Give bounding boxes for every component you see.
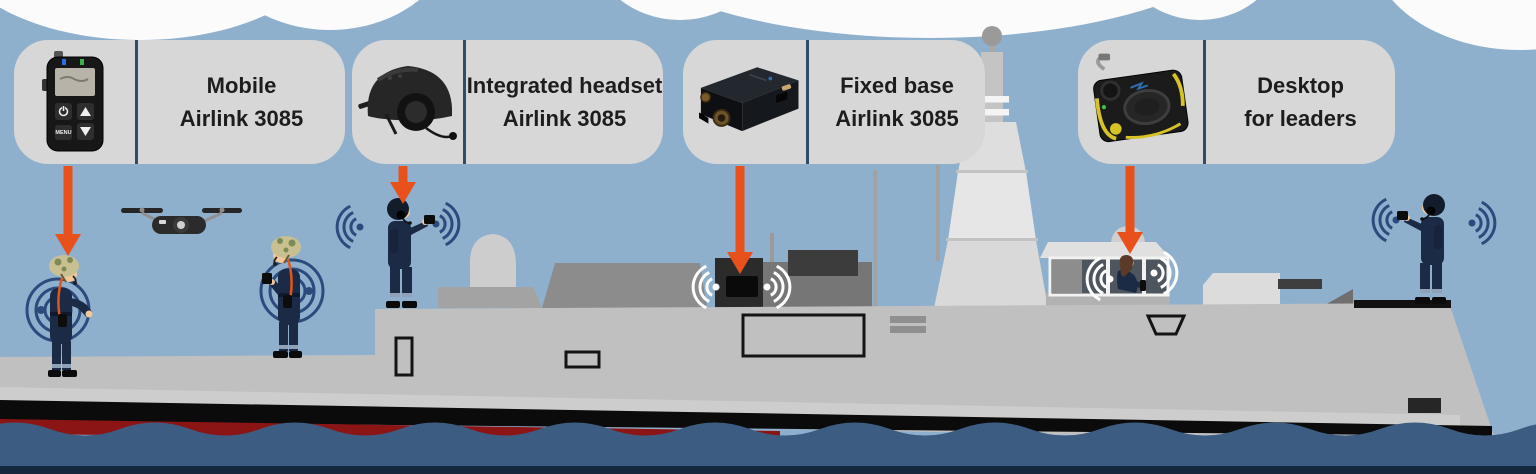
callout-line1: Fixed base: [840, 73, 954, 98]
integrated-headset-icon: [357, 66, 457, 140]
callout-desktop-leaders: Desktop for leaders: [1078, 40, 1395, 164]
callout-line2: Airlink 3085: [179, 106, 304, 131]
callout-line1: Mobile: [206, 73, 277, 98]
callout-label: Mobile Airlink 3085: [138, 40, 345, 164]
callout-fixed-base: Fixed base Airlink 3085: [683, 40, 985, 164]
gun-turret: [1203, 273, 1280, 310]
callout-line1: Integrated headset: [466, 73, 663, 98]
pointer-arrows: [55, 166, 1143, 274]
callout-divider: [1203, 40, 1206, 164]
callout-line2: for leaders: [1244, 106, 1357, 131]
callout-divider: [135, 40, 138, 164]
sea: [0, 422, 1536, 474]
bridge-operator: [1085, 252, 1177, 302]
clouds: [0, 0, 1536, 50]
handheld-radio-icon: MENU: [41, 51, 103, 152]
main-mast: [770, 26, 1048, 309]
callout-integrated-headset: Integrated headset Airlink 3085: [352, 40, 663, 164]
soldier-with-mobile-radio: [25, 253, 93, 379]
fixed-base-unit-icon: [698, 67, 798, 132]
fixed-base-radio: [691, 264, 790, 310]
aft-deck: [1354, 300, 1451, 308]
callout-label: Fixed base Airlink 3085: [809, 40, 985, 164]
window: [564, 350, 601, 369]
soldier-drone-operator: [259, 234, 325, 360]
hull-details: [394, 313, 1187, 377]
callout-line1: Desktop: [1257, 73, 1344, 98]
callout-label: Integrated headset Airlink 3085: [466, 40, 663, 164]
callout-divider: [806, 40, 809, 164]
callout-line2: Airlink 3085: [835, 106, 959, 131]
drone: [121, 207, 242, 234]
callout-line2: Airlink 3085: [502, 106, 627, 131]
callout-divider: [463, 40, 466, 164]
gun-barrel: [1278, 279, 1322, 289]
callout-label: Desktop for leaders: [1206, 40, 1395, 164]
callout-mobile-airlink: MENU Mobile Airlink 3085: [14, 40, 345, 164]
desktop-console-icon: [1092, 53, 1189, 143]
frigate-hull: [0, 303, 1494, 444]
door: [394, 336, 414, 377]
large-window: [741, 313, 866, 358]
menu-button-label: MENU: [55, 130, 71, 136]
